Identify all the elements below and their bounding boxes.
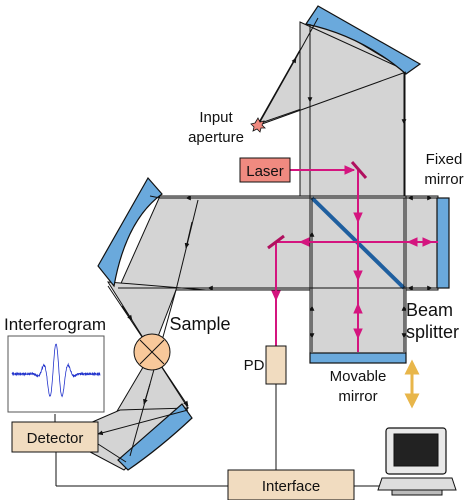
label-input-aperture-line2: aperture: [188, 129, 244, 146]
aperture-star-icon: [250, 117, 266, 133]
detector-box: [11, 421, 99, 453]
movable-mirror: [309, 352, 407, 364]
arrow-left-b: [121, 305, 133, 321]
arrow-left-a: [184, 221, 193, 249]
laser-box: [239, 157, 291, 183]
label-movable-mirror-line1: Movable: [330, 368, 387, 385]
label-interface: Interface: [262, 478, 320, 495]
label-detector: Detector: [27, 430, 84, 447]
arrow-sample-out-b: [143, 383, 151, 405]
ray-left-mirror-top: [149, 195, 161, 199]
fixed-mirror: [436, 197, 450, 289]
label-movable-mirror-line2: mirror: [338, 388, 377, 405]
label-interferogram: Interferogram: [4, 315, 106, 334]
label-sample: Sample: [169, 314, 230, 334]
ray-sample-out-b: [129, 289, 177, 457]
ray-input-1: [259, 57, 297, 123]
label-laser: Laser: [246, 163, 284, 180]
interferogram-trace: [11, 343, 101, 398]
ray-lines: [54, 17, 438, 487]
interface-box: [227, 469, 355, 500]
label-pd: PD: [244, 357, 265, 374]
label-fixed-mirror-line2: mirror: [424, 171, 463, 188]
sample-cell: [133, 333, 171, 371]
ray-input-2: [295, 17, 319, 59]
label-beam-splitter-line1: Beam: [406, 300, 453, 320]
interferogram-plot: [7, 335, 105, 413]
mirrors: [97, 5, 450, 471]
laser-path: [271, 165, 438, 352]
top-parabolic-mirror: [305, 5, 422, 75]
ray-to-detector-a: [97, 409, 189, 436]
label-input-aperture-line1: Input: [199, 109, 233, 126]
laser-fold-mirror-left: [267, 234, 285, 250]
label-fixed-mirror-line1: Fixed: [426, 151, 463, 168]
computer-icon: [377, 427, 457, 496]
ray-input-3: [261, 71, 407, 125]
left-parabolic-mirror: [97, 176, 163, 288]
detector-mirror: [117, 403, 193, 471]
ray-to-detector-b: [97, 443, 127, 463]
laser-fold-mirror-top: [350, 161, 368, 179]
label-beam-splitter-line2: splitter: [406, 322, 459, 342]
pd-box: [265, 345, 287, 385]
